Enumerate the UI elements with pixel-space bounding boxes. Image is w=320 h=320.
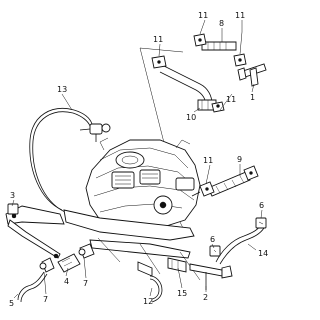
hose-14 [215,223,265,265]
vacuum-valve [79,123,111,142]
callout-7b: 7 [83,279,88,288]
lower-bracket [63,209,201,281]
callout-7a: 7 [43,295,48,304]
callout-3: 3 [10,191,15,200]
callout-labels: 11 11 11 8 11 1 10 13 11 9 3 6 6 14 4 7 … [9,11,268,308]
callout-leaders [11,19,263,299]
clamp-11b2 [233,53,247,67]
hose-4 [57,253,81,273]
callout-10: 10 [186,113,196,122]
connector-6a [209,245,221,257]
hose-5 [17,271,48,303]
callout-8: 8 [219,19,224,28]
callout-11b: 11 [198,11,208,20]
callout-5: 5 [9,299,14,308]
hose-9-link [191,191,201,197]
hose-12 [137,261,163,303]
parts-diagram: 11 11 11 8 11 1 10 13 11 9 3 6 6 14 4 7 … [5,11,268,308]
clamp-11a [151,55,167,69]
callout-1: 1 [250,93,255,102]
clamp-7a [39,257,55,273]
callout-12: 12 [143,297,153,306]
callout-11e: 11 [203,156,213,165]
callout-9: 9 [237,155,242,164]
clamp-11b [193,33,207,47]
clamp-11e [243,165,259,181]
callout-2: 2 [203,293,208,302]
callout-15: 15 [177,289,187,298]
callout-14: 14 [258,249,268,258]
callout-11d: 11 [226,95,236,104]
callout-11a: 11 [153,35,163,44]
hose-10 [159,65,217,111]
hose-8 [201,41,237,51]
hose-13 [29,108,93,213]
clamp-7b [78,243,95,259]
callout-6a: 6 [210,235,215,244]
callout-4: 4 [64,277,69,286]
clamp-11d [199,181,215,197]
tee-joint-1 [237,63,267,87]
clamp-11c [211,101,225,113]
bracket-3 [5,203,65,259]
hose-9 [207,171,251,197]
pipe-2 [189,263,233,290]
callout-13: 13 [57,85,67,94]
engine-block [85,137,201,237]
callout-11c: 11 [235,11,245,20]
pipe-15 [167,257,187,273]
connector-6b [255,217,267,229]
callout-6b: 6 [259,201,264,210]
